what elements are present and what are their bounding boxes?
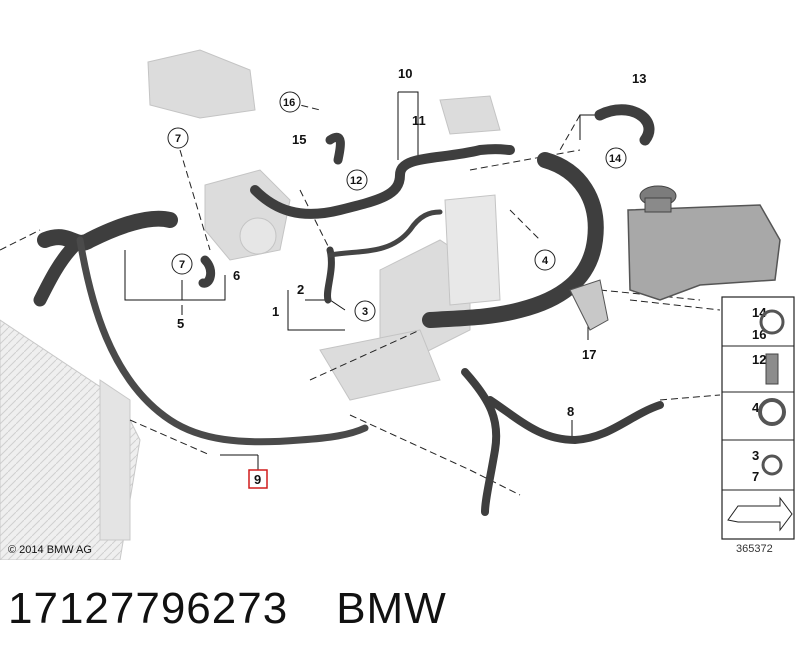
hose-9-highlighted [76, 236, 369, 446]
callout-11: 11 [412, 113, 426, 128]
callout-16: 16 [283, 97, 295, 109]
callout-17: 17 [582, 347, 596, 362]
hose-8 [486, 396, 664, 444]
callout-12: 12 [350, 175, 362, 187]
band-clamp-icon [758, 398, 786, 426]
callout-7b: 7 [179, 259, 185, 271]
radiator-branch-hose [33, 238, 82, 307]
oil-filter-ghost [444, 194, 501, 306]
hose-4 [422, 152, 604, 328]
callout-9: 9 [254, 472, 261, 487]
callout-numbers: 10 11 13 15 6 5 2 1 8 17 [177, 66, 646, 419]
diagram-svg: 14 16 12 4 3 7 10 11 13 15 6 5 2 1 8 17 … [0, 49, 795, 561]
bolt-icon [765, 353, 779, 385]
circle-7a [167, 127, 189, 149]
radiator-ghost [0, 319, 141, 561]
callout-4: 4 [542, 255, 549, 267]
connector-ghost [439, 95, 501, 135]
callout-14: 14 [609, 153, 622, 165]
legend-label-7: 7 [752, 469, 759, 484]
hose-6 [198, 255, 216, 288]
part-caption: 17127796273 BMW [8, 584, 447, 634]
legend-panel: 14 16 12 4 3 7 [721, 296, 795, 540]
callout-1: 1 [272, 304, 279, 319]
hose-12 [250, 144, 515, 219]
highlight-box [248, 469, 268, 489]
hoses [33, 104, 664, 516]
callout-2: 2 [297, 282, 304, 297]
callout-5: 5 [177, 316, 184, 331]
legend-label-4: 4 [752, 400, 760, 415]
callout-3: 3 [362, 306, 368, 318]
callout-13: 13 [632, 71, 646, 86]
thermostat-housing-ghost [147, 49, 256, 119]
circle-4 [534, 249, 556, 271]
bracket-17 [569, 279, 609, 331]
callout-8: 8 [567, 404, 574, 419]
diagram-id: 365372 [736, 543, 773, 555]
circle-14 [605, 147, 627, 169]
hose-15 [325, 133, 345, 165]
hose-1 [327, 209, 443, 258]
pump-pulley-ghost [239, 217, 277, 255]
highlighted-callout-9: 9 [248, 469, 268, 489]
expansion-tank [627, 185, 781, 301]
legend-label-3: 3 [752, 448, 759, 463]
hose-2 [323, 246, 335, 304]
clamp-icon [759, 309, 785, 335]
hose-13 [594, 104, 655, 146]
lower-block-ghost [319, 329, 441, 401]
legend-label-16: 16 [752, 327, 766, 342]
lower-hose [461, 368, 501, 516]
circle-7b [171, 253, 193, 275]
circle-3 [354, 300, 376, 322]
circle-12 [346, 169, 368, 191]
part-number: 17127796273 [8, 584, 289, 633]
circle-16 [279, 91, 301, 113]
spring-clamp-icon [761, 454, 783, 476]
solid-leaders [124, 91, 600, 472]
callout-6: 6 [233, 268, 240, 283]
circled-callouts: 16 7 12 14 4 7 3 [167, 91, 627, 322]
copyright: © 2014 BMW AG [8, 544, 92, 556]
arrow-icon [727, 496, 793, 532]
callout-7a: 7 [175, 133, 181, 145]
callout-10: 10 [398, 66, 412, 81]
ghost-parts [147, 49, 501, 401]
legend-label-12: 12 [752, 352, 766, 367]
brand-name: BMW [336, 584, 447, 633]
callout-15: 15 [292, 132, 306, 147]
upper-radiator-hose [37, 210, 178, 251]
